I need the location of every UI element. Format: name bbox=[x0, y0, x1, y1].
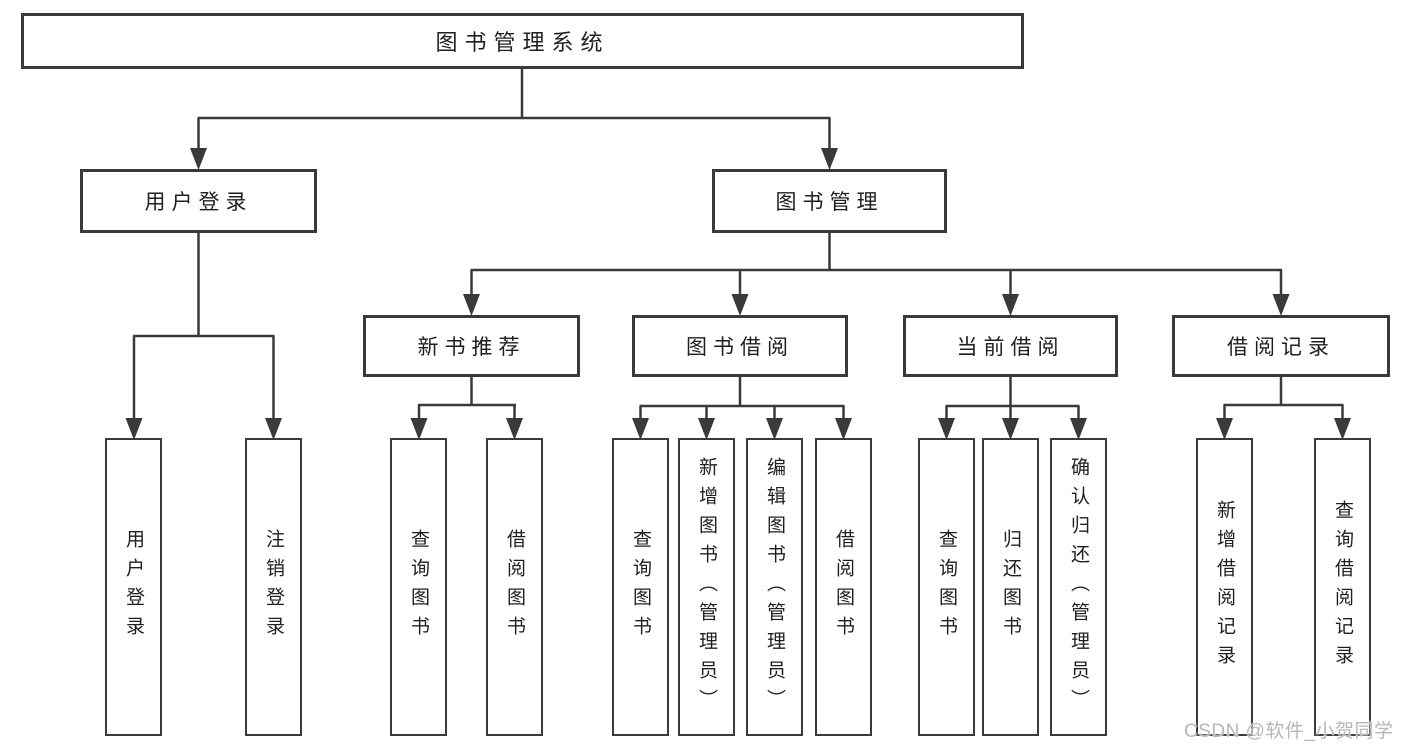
node-book-management: 图书管理 bbox=[712, 169, 947, 233]
node-current-borrowing: 当前借阅 bbox=[903, 315, 1118, 377]
node-new-book-recommendation: 新书推荐 bbox=[363, 315, 580, 377]
leaf-records-query-borrow-record: 查询借阅记录 bbox=[1314, 438, 1371, 736]
leaf-borrowing-add-books-admin: 新增图书（管理员） bbox=[678, 438, 735, 736]
leaf-borrowing-borrow-books: 借阅图书 bbox=[815, 438, 872, 736]
node-user-login: 用户登录 bbox=[80, 169, 317, 233]
leaf-records-add-borrow-record: 新增借阅记录 bbox=[1196, 438, 1253, 736]
node-book-borrowing: 图书借阅 bbox=[632, 315, 848, 377]
leaf-current-confirm-return-admin: 确认归还（管理员） bbox=[1050, 438, 1107, 736]
node-borrowing-records: 借阅记录 bbox=[1172, 315, 1390, 377]
watermark: CSDN @软件_小贺同学 bbox=[1184, 721, 1394, 742]
leaf-borrowing-edit-books-admin: 编辑图书（管理员） bbox=[746, 438, 803, 736]
node-library-management-system: 图书管理系统 bbox=[21, 13, 1024, 69]
leaf-user-login: 用户登录 bbox=[105, 438, 162, 736]
leaf-recommend-borrow-books: 借阅图书 bbox=[486, 438, 543, 736]
leaf-recommend-query-books: 查询图书 bbox=[390, 438, 447, 736]
leaf-logout-login: 注销登录 bbox=[245, 438, 302, 736]
leaf-current-return-books: 归还图书 bbox=[982, 438, 1039, 736]
leaf-current-query-books: 查询图书 bbox=[918, 438, 975, 736]
leaf-borrowing-query-books: 查询图书 bbox=[612, 438, 669, 736]
